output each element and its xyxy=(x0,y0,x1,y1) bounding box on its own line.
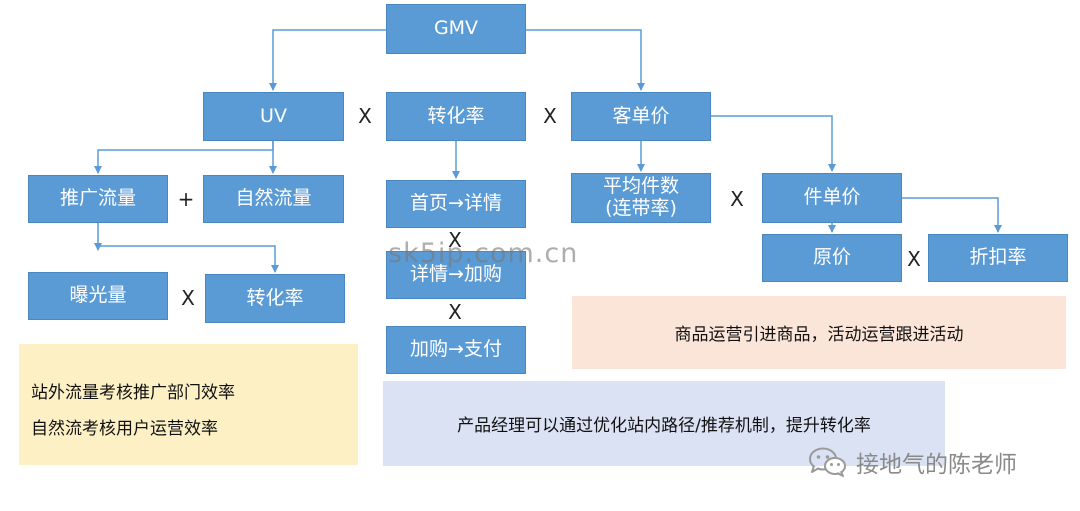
operator-original-x-discount: X xyxy=(907,247,921,271)
node-home-to-detail: 首页→详情 xyxy=(386,180,526,228)
operator-items-x-unit-price: X xyxy=(730,187,744,211)
node-unit-price: 件单价 xyxy=(762,173,902,223)
note-traffic-line2: 自然流考核用户运营效率 xyxy=(31,419,218,439)
node-conversion-rate: 转化率 xyxy=(386,92,526,141)
note-merchandise-ops: 商品运营引进商品，活动运营跟进活动 xyxy=(572,296,1066,369)
arrow-gmv-uv xyxy=(269,29,386,91)
arrow-promo-conv xyxy=(98,245,279,273)
watermark-text: sk5ip.com.cn xyxy=(388,238,579,269)
node-gmv: GMV xyxy=(386,4,526,54)
wechat-icon xyxy=(809,447,846,477)
wechat-account-name: 接地气的陈老师 xyxy=(856,452,1017,478)
operator-funnel-x-1: X xyxy=(448,228,462,252)
note-product-manager: 产品经理可以通过优化站内路径/推荐机制，提升转化率 xyxy=(383,381,945,466)
node-discount-rate: 折扣率 xyxy=(928,234,1068,282)
node-avg-items-line2: (连带率) xyxy=(605,197,677,219)
node-original-price: 原价 xyxy=(762,234,902,282)
arrow-uv-promo xyxy=(94,141,274,174)
node-promo-conversion-rate: 转化率 xyxy=(205,274,345,323)
node-promo-traffic: 推广流量 xyxy=(28,175,168,223)
node-exposure: 曝光量 xyxy=(28,272,168,320)
note-traffic-line1: 站外流量考核推广部门效率 xyxy=(31,383,235,403)
note-traffic-evaluation: 站外流量考核推广部门效率 自然流考核用户运营效率 xyxy=(19,344,358,465)
operator-promo-plus-natural: + xyxy=(177,187,195,211)
arrow-gmv-aov xyxy=(526,29,645,91)
node-natural-traffic: 自然流量 xyxy=(203,175,344,223)
operator-uv-x-conversion: X xyxy=(358,104,372,128)
node-detail-to-cart: 详情→加购 xyxy=(386,251,526,299)
operator-conversion-x-aov: X xyxy=(543,104,557,128)
node-cart-to-pay: 加购→支付 xyxy=(386,326,526,374)
operator-exposure-x-conversion: X xyxy=(181,286,195,310)
node-avg-items: 平均件数 (连带率) xyxy=(571,173,711,223)
operator-funnel-x-2: X xyxy=(448,300,462,324)
node-avg-order-value: 客单价 xyxy=(571,92,711,141)
node-uv: UV xyxy=(203,92,344,141)
wechat-account: 接地气的陈老师 xyxy=(808,443,1017,481)
node-avg-items-line1: 平均件数 xyxy=(602,175,679,198)
arrow-unit-disc xyxy=(902,197,1002,233)
